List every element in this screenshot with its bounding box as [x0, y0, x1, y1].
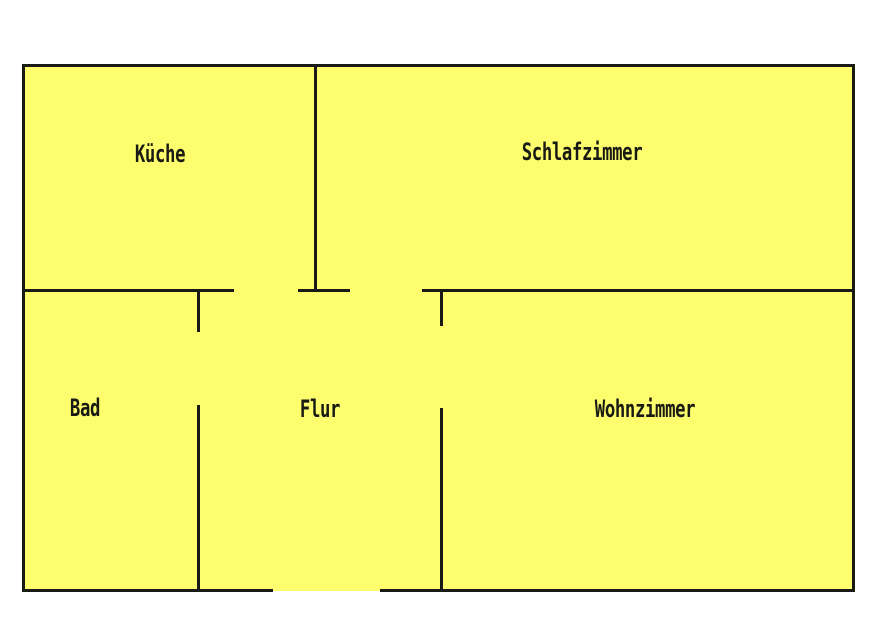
outer-wall-bottom-left: [22, 589, 273, 592]
outer-wall-bottom-right: [380, 589, 855, 592]
outer-wall-left: [22, 64, 25, 592]
outer-wall-right: [852, 64, 855, 592]
wall-flur-wohnzimmer-lower: [440, 408, 443, 592]
floor-area: [23, 65, 854, 591]
outer-wall-top: [23, 64, 855, 67]
wall-bad-flur-lower: [197, 405, 200, 592]
wall-kueche-flur-stub: [298, 289, 350, 292]
wall-kueche-bad: [22, 289, 234, 292]
wall-kueche-schlafzimmer: [314, 64, 317, 292]
room-label-kueche: Küche: [134, 140, 186, 168]
wall-bad-flur-upper: [197, 289, 200, 332]
room-label-flur: Flur: [299, 395, 341, 423]
room-label-bad: Bad: [69, 394, 101, 422]
room-label-schlafzimmer: Schlafzimmer: [521, 138, 643, 166]
room-label-wohnzimmer: Wohnzimmer: [594, 395, 696, 423]
wall-schlafzimmer-wohnzimmer: [422, 289, 855, 292]
wall-flur-wohnzimmer-upper: [440, 289, 443, 326]
